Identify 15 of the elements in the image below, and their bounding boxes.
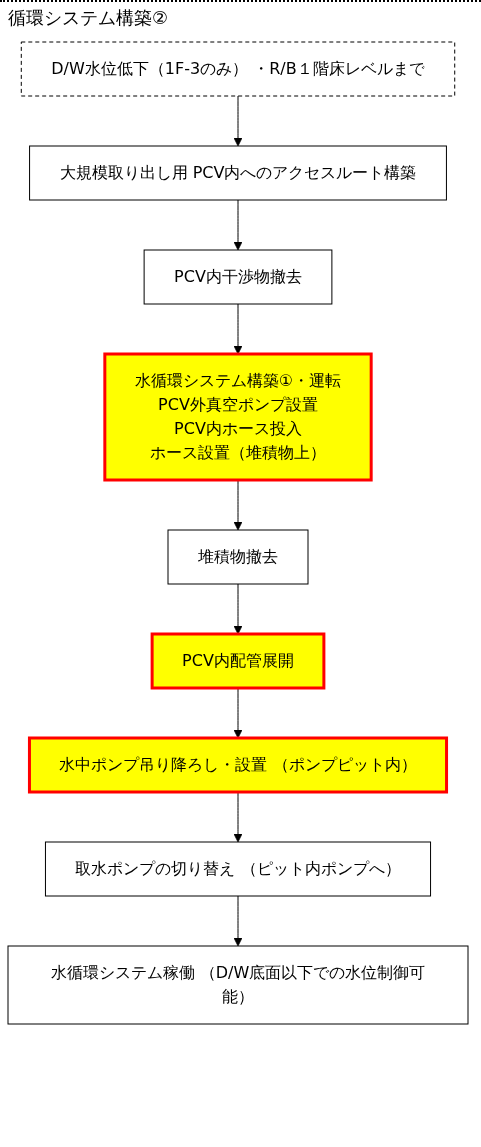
arrow bbox=[233, 583, 243, 635]
section-label: 循環システム構築② bbox=[0, 0, 481, 34]
arrow bbox=[233, 303, 243, 355]
node-box: 水循環システム構築①・運転 PCV外真空ポンプ設置 PCV内ホース投入 ホース設置（堆積物上） bbox=[103, 352, 373, 482]
node-box: PCV内干渉物撤去 bbox=[143, 249, 333, 305]
arrow bbox=[233, 199, 243, 251]
node-box: 水循環システム稼働 （D/W底面以下での水位制御可能） bbox=[7, 945, 469, 1025]
arrow bbox=[233, 95, 243, 147]
node-box: 水中ポンプ吊り降ろし・設置 （ポンプピット内） bbox=[27, 736, 449, 794]
arrow bbox=[233, 895, 243, 947]
node-box: D/W水位低下（1F-3のみ） ・R/B１階床レベルまで bbox=[20, 41, 456, 97]
node-box: PCV内配管展開 bbox=[150, 632, 326, 690]
node-box: 取水ポンプの切り替え （ピット内ポンプへ） bbox=[44, 841, 432, 897]
node-box: 大規模取り出し用 PCV内へのアクセスルート構築 bbox=[29, 145, 447, 201]
node-box: 堆積物撤去 bbox=[167, 529, 309, 585]
